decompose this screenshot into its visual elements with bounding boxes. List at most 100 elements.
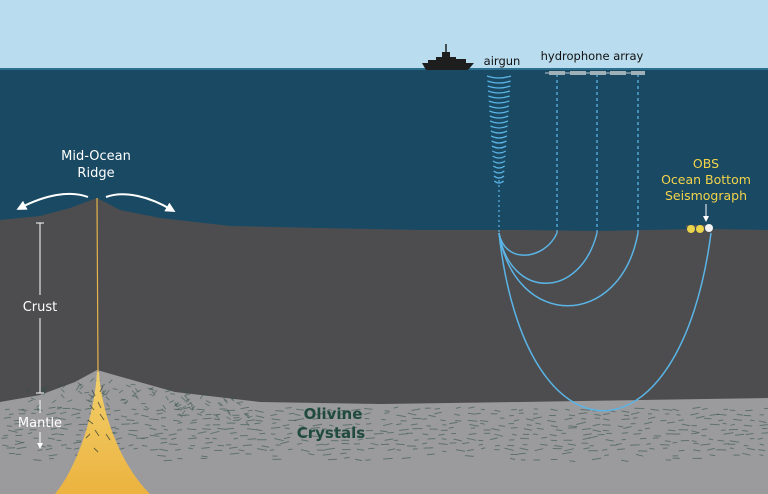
olivine-crystal-mark xyxy=(255,419,263,422)
olivine-crystal-mark xyxy=(205,441,213,444)
olivine-crystal-mark xyxy=(541,436,548,439)
olivine-crystal-mark xyxy=(201,455,208,458)
olivine-crystal-mark xyxy=(44,386,50,389)
olivine-crystal-mark xyxy=(662,408,673,411)
olivine-crystal-mark xyxy=(18,409,23,411)
olivine-crystal-mark xyxy=(153,389,158,395)
olivine-crystal-mark xyxy=(67,399,73,403)
olivine-crystal-mark xyxy=(749,419,755,422)
seismograph-icon xyxy=(686,204,713,233)
olivine-crystal-mark xyxy=(282,424,290,427)
olivine-crystal-mark xyxy=(581,428,592,431)
olivine-crystal-mark xyxy=(383,457,393,460)
olivine-crystal-mark xyxy=(165,390,171,393)
olivine-crystal-mark xyxy=(678,419,684,422)
olivine-crystal-mark xyxy=(422,433,429,436)
olivine-crystal-mark xyxy=(396,414,406,418)
olivine-crystal-mark xyxy=(729,440,740,443)
olivine-crystal-mark xyxy=(434,411,442,415)
olivine-crystal-mark xyxy=(270,426,281,429)
olivine-crystal-mark xyxy=(605,439,614,442)
olivine-crystal-mark xyxy=(462,442,470,445)
olivine-crystal-mark xyxy=(205,400,211,404)
olivine-crystal-mark xyxy=(494,409,501,412)
olivine-crystal-mark xyxy=(478,443,483,446)
olivine-crystal-mark xyxy=(438,433,445,436)
olivine-crystal-mark xyxy=(174,401,180,406)
olivine-crystal-mark xyxy=(426,453,435,456)
olivine-crystal-mark xyxy=(184,414,190,416)
olivine-crystal-mark xyxy=(734,433,745,436)
ridge-arrow-left xyxy=(16,192,89,210)
olivine-crystal-mark xyxy=(480,422,485,425)
sound-wave-arc xyxy=(493,170,505,174)
olivine-crystal-mark xyxy=(48,406,56,409)
olivine-crystal-mark xyxy=(225,427,235,430)
olivine-crystal-mark xyxy=(398,433,408,435)
olivine-crystal-mark xyxy=(149,386,154,391)
olivine-crystal-mark xyxy=(149,418,159,421)
olivine-crystal-mark xyxy=(77,390,83,395)
sound-wave-arc xyxy=(488,100,510,104)
olivine-crystal-mark xyxy=(163,428,168,431)
olivine-crystal-mark xyxy=(621,432,629,434)
olivine-crystal-mark xyxy=(615,443,622,445)
olivine-crystal-mark xyxy=(594,413,601,416)
hydrophone-array-label: hydrophone array xyxy=(541,49,644,63)
olivine-crystal-mark xyxy=(603,413,610,415)
ridge-arrow-right xyxy=(105,193,176,213)
olivine-crystal-mark xyxy=(358,433,364,436)
olivine-crystal-mark xyxy=(449,421,458,425)
olivine-crystal-mark xyxy=(491,428,500,431)
olivine-crystal-mark xyxy=(298,424,305,427)
olivine-crystal-mark xyxy=(327,458,337,461)
olivine-crystal-mark xyxy=(294,418,305,421)
olivine-crystal-mark xyxy=(238,401,244,404)
olivine-crystal-mark xyxy=(177,421,183,424)
olivine-crystal-mark xyxy=(690,412,699,416)
olivine-crystal-mark xyxy=(185,393,191,396)
olivine-crystal-mark xyxy=(312,417,319,420)
olivine-crystal-mark xyxy=(384,438,394,441)
olivine-crystal-mark xyxy=(154,432,164,435)
olivine-crystal-mark xyxy=(144,423,152,427)
olivine-crystal-mark xyxy=(240,406,250,410)
olivine-crystal-mark xyxy=(242,444,253,447)
olivine-crystal-mark xyxy=(6,425,12,427)
olivine-crystal-mark xyxy=(191,435,196,437)
olivine-crystal-mark xyxy=(442,450,447,453)
olivine-crystal-mark xyxy=(393,406,399,409)
olivine-crystal-mark xyxy=(328,424,334,427)
olivine-crystal-mark xyxy=(592,457,602,461)
obs-label-line2: Ocean Bottom xyxy=(661,172,751,187)
olivine-crystal-mark xyxy=(61,444,67,446)
olivine-crystal-mark xyxy=(151,390,156,396)
olivine-crystal-mark xyxy=(691,440,697,443)
sound-wave-arc xyxy=(487,85,511,89)
olivine-crystal-mark xyxy=(112,388,118,391)
olivine-crystal-mark xyxy=(650,408,659,411)
olivine-crystal-mark xyxy=(222,397,228,402)
olivine-crystal-mark xyxy=(133,413,139,415)
olivine-crystal-mark xyxy=(120,399,126,401)
olivine-crystal-mark xyxy=(540,443,548,446)
olivine-crystal-mark xyxy=(621,418,631,420)
olivine-crystal-mark xyxy=(667,429,676,432)
olivine-crystal-mark xyxy=(100,384,106,387)
olivine-crystal-mark xyxy=(165,395,169,401)
olivine-crystal-mark xyxy=(77,383,83,387)
olivine-crystal-mark xyxy=(519,447,529,451)
olivine-crystal-mark xyxy=(718,419,724,422)
olivine-crystal-mark xyxy=(701,407,708,411)
olivine-crystal-mark xyxy=(440,419,446,422)
olivine-crystal-mark xyxy=(448,426,454,429)
olivine-crystal-mark xyxy=(297,442,303,445)
olivine-crystal-mark xyxy=(630,412,640,415)
olivine-crystal-mark xyxy=(105,402,110,408)
magma-crystals xyxy=(85,385,111,453)
olivine-crystal-mark xyxy=(199,410,205,414)
olivine-crystal-mark xyxy=(212,437,217,440)
olivine-crystal-mark xyxy=(468,433,477,435)
olivine-crystal-mark xyxy=(202,417,212,420)
